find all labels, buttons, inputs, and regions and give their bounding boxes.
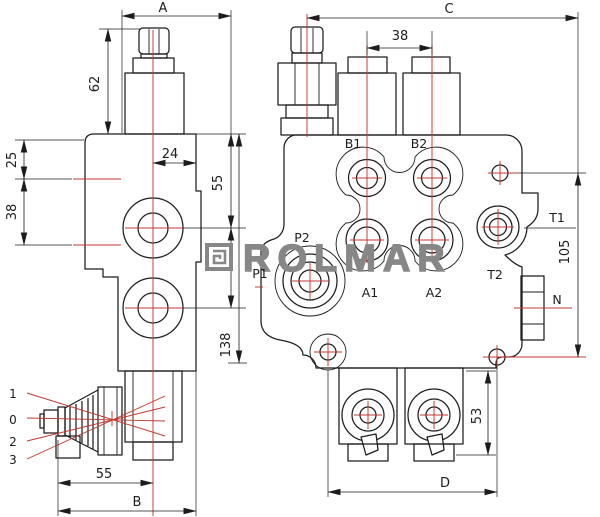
dim-label-38-side: 38: [5, 204, 20, 221]
dim-label-55-upper: 55: [211, 175, 226, 192]
side-view-centerlines: [26, 30, 183, 516]
port-label-t2: T2: [486, 267, 503, 282]
front-view: [255, 12, 586, 497]
port-label-p1: P1: [252, 266, 268, 281]
rolmar-logo-icon: [205, 243, 233, 271]
port-label-n: N: [552, 292, 561, 307]
port-label-p2: P2: [294, 230, 310, 245]
rolmar-logo-text: ROLMAR: [243, 238, 452, 280]
dim-label-53: 53: [470, 408, 485, 425]
port-label-t1: T1: [548, 210, 565, 225]
dim-label-b: B: [133, 495, 142, 510]
side-view: [15, 10, 247, 516]
side-view-lever-boot: [39, 386, 123, 459]
dim-label-25: 25: [5, 152, 20, 169]
side-view-dimensions: [15, 10, 247, 516]
rolmar-watermark: ROLMAR: [205, 237, 452, 281]
front-view-lever-brackets: [338, 367, 464, 462]
dim-label-105: 105: [558, 240, 573, 265]
dim-label-a: A: [159, 1, 168, 16]
port-label-a1: A1: [362, 285, 379, 300]
dim-label-24: 24: [162, 147, 179, 162]
port-label-a2: A2: [426, 285, 443, 300]
dim-label-38-front: 38: [392, 29, 409, 44]
lever-position-1-label: 1: [9, 387, 17, 401]
port-label-b1: B1: [345, 136, 362, 151]
drawing-labels: A 62 25 38 24 55 138 55 B 1 0 2 3 C 38 1…: [5, 1, 573, 510]
side-view-relief-valve-icon: [124, 27, 185, 135]
lever-position-3-label: 3: [9, 453, 17, 467]
front-view-dimensions: [306, 12, 582, 497]
lever-position-2-label: 2: [9, 435, 17, 449]
lever-position-0-label: 0: [9, 413, 17, 427]
front-view-centerlines: [255, 14, 586, 429]
port-label-b2: B2: [411, 136, 428, 151]
dim-label-c: C: [444, 2, 453, 17]
dim-label-d: D: [440, 476, 450, 491]
dim-label-62: 62: [88, 76, 103, 93]
dim-label-138: 138: [219, 333, 234, 358]
dim-label-55-lower: 55: [96, 467, 113, 482]
front-view-port-bosses: [337, 56, 461, 136]
side-view-body: [84, 133, 202, 461]
